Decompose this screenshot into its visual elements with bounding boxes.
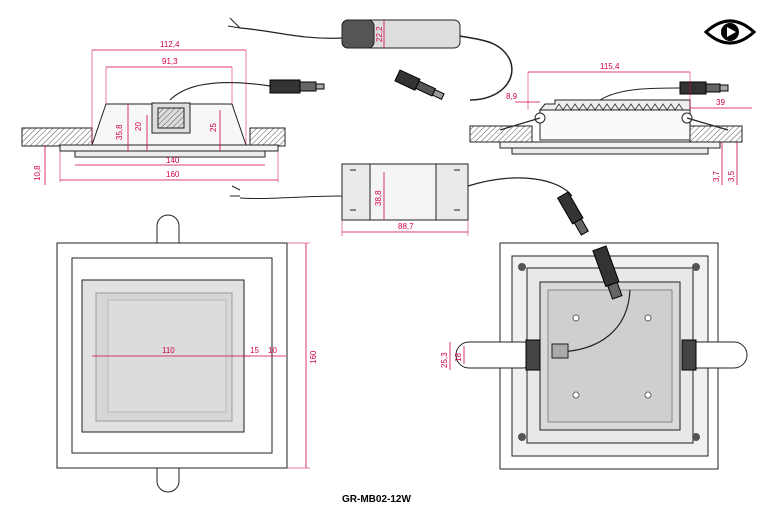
dim-rear-clip-18: 18 — [454, 353, 463, 362]
dim-right-left-offset: 8,9 — [506, 92, 518, 101]
dim-height-inner: 20 — [134, 122, 143, 131]
side-view-left: 112,4 91,3 35,8 20 25 140 160 10,8 — [21, 40, 325, 185]
driver-top-height-label: 22,2 — [375, 26, 384, 42]
driver-mid-length: 88,7 — [398, 222, 414, 231]
dim-width-160: 160 — [166, 170, 180, 179]
dim-height-outer: 35,8 — [115, 124, 124, 140]
dim-top-width: 112,4 — [160, 40, 180, 49]
dim-height-right: 25 — [209, 123, 218, 132]
dim-thickness: 10,8 — [33, 165, 42, 181]
dim-front-inner: 110 — [162, 346, 175, 355]
dim-right-frame: 3,5 — [727, 170, 736, 182]
dim-front-border-15: 15 — [250, 346, 259, 355]
dim-front-outer: 160 — [309, 350, 318, 364]
rear-view: 25,3 18 — [440, 242, 748, 470]
dim-right-right-offset: 39 — [716, 98, 725, 107]
dim-right-width: 115,4 — [600, 62, 620, 71]
eye-play-logo-icon — [703, 19, 757, 45]
driver-mid-height: 38,8 — [374, 190, 383, 206]
dim-front-border-10: 10 — [268, 346, 277, 355]
side-view-right: 115,4 8,9 39 3,7 3,5 — [469, 62, 752, 185]
front-view: 110 15 10 160 — [56, 214, 318, 493]
dim-rear-clip-25: 25,3 — [440, 352, 449, 368]
dim-width-140: 140 — [166, 156, 180, 165]
model-code: GR-MB02-12W — [342, 494, 411, 505]
driver-top: 22,2 — [227, 17, 513, 101]
driver-middle: 38,8 88,7 — [230, 163, 589, 236]
dim-inner-width: 91,3 — [162, 57, 178, 66]
connector-top — [394, 69, 445, 100]
dim-right-glass: 3,7 — [712, 170, 721, 182]
